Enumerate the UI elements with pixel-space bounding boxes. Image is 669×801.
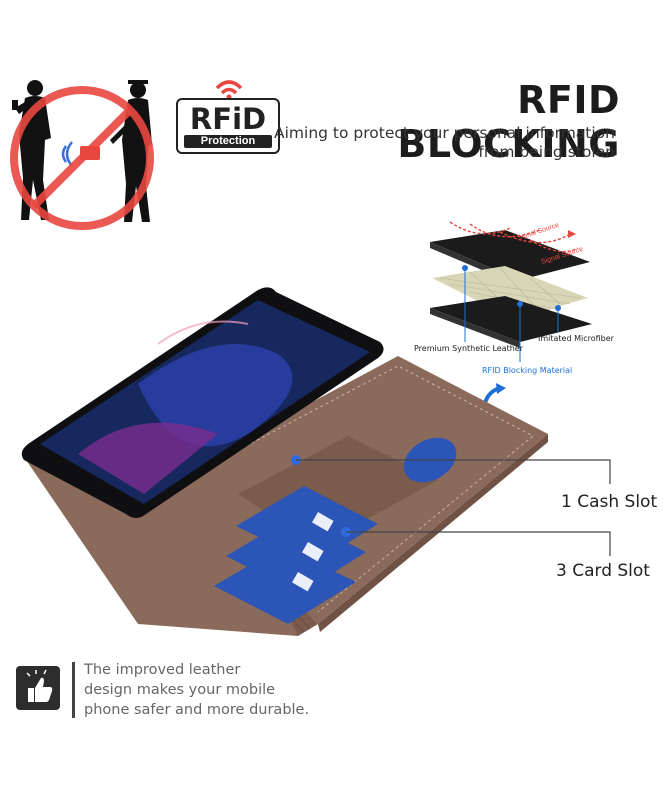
footer-text-line-3: phone safer and more durable. — [84, 702, 310, 718]
material-layers-diagram: Signal Source Signal Source — [430, 221, 592, 362]
microfiber-layer-label: Imitated Microfiber — [538, 334, 614, 343]
wifi-signal-icon — [215, 80, 243, 100]
footer-divider — [72, 662, 75, 718]
leather-layer — [430, 230, 590, 280]
microfiber-layer — [430, 296, 592, 342]
wifi-signal-icon — [61, 141, 73, 167]
rfid-logo-text: RFiD — [189, 102, 267, 136]
footer-text-line-2: design makes your mobile — [84, 682, 276, 698]
prohibit-icon — [10, 86, 154, 230]
subtitle-line-2: from being stolen — [478, 143, 615, 161]
card-slot — [214, 486, 378, 624]
cash-slot-callout: 1 Cash Slot — [561, 492, 658, 512]
callout-lines — [296, 459, 611, 556]
subtitle-line-1: Aiming to protect your personal informat… — [274, 124, 615, 142]
page-title: RFID BLOCKING — [397, 78, 620, 166]
wallet-case-illustration — [21, 287, 548, 636]
thief-silhouette — [12, 80, 51, 220]
phone — [21, 287, 384, 518]
no-skimming-illustration — [10, 80, 154, 230]
rfid-layer-label: RFID Blocking Material — [482, 366, 573, 375]
rfid-protection-badge: RFiD Protection — [176, 78, 280, 156]
card-slot-callout: 3 Card Slot — [556, 561, 650, 581]
thumbs-up-icon — [16, 666, 60, 710]
footer-text-line-1: The improved leather — [84, 662, 241, 678]
rfid-logo-sub: Protection — [184, 135, 272, 148]
signal-source-label-1: Signal Source — [516, 222, 560, 242]
leather-layer-label: Premium Synthetic Leather — [414, 344, 524, 353]
